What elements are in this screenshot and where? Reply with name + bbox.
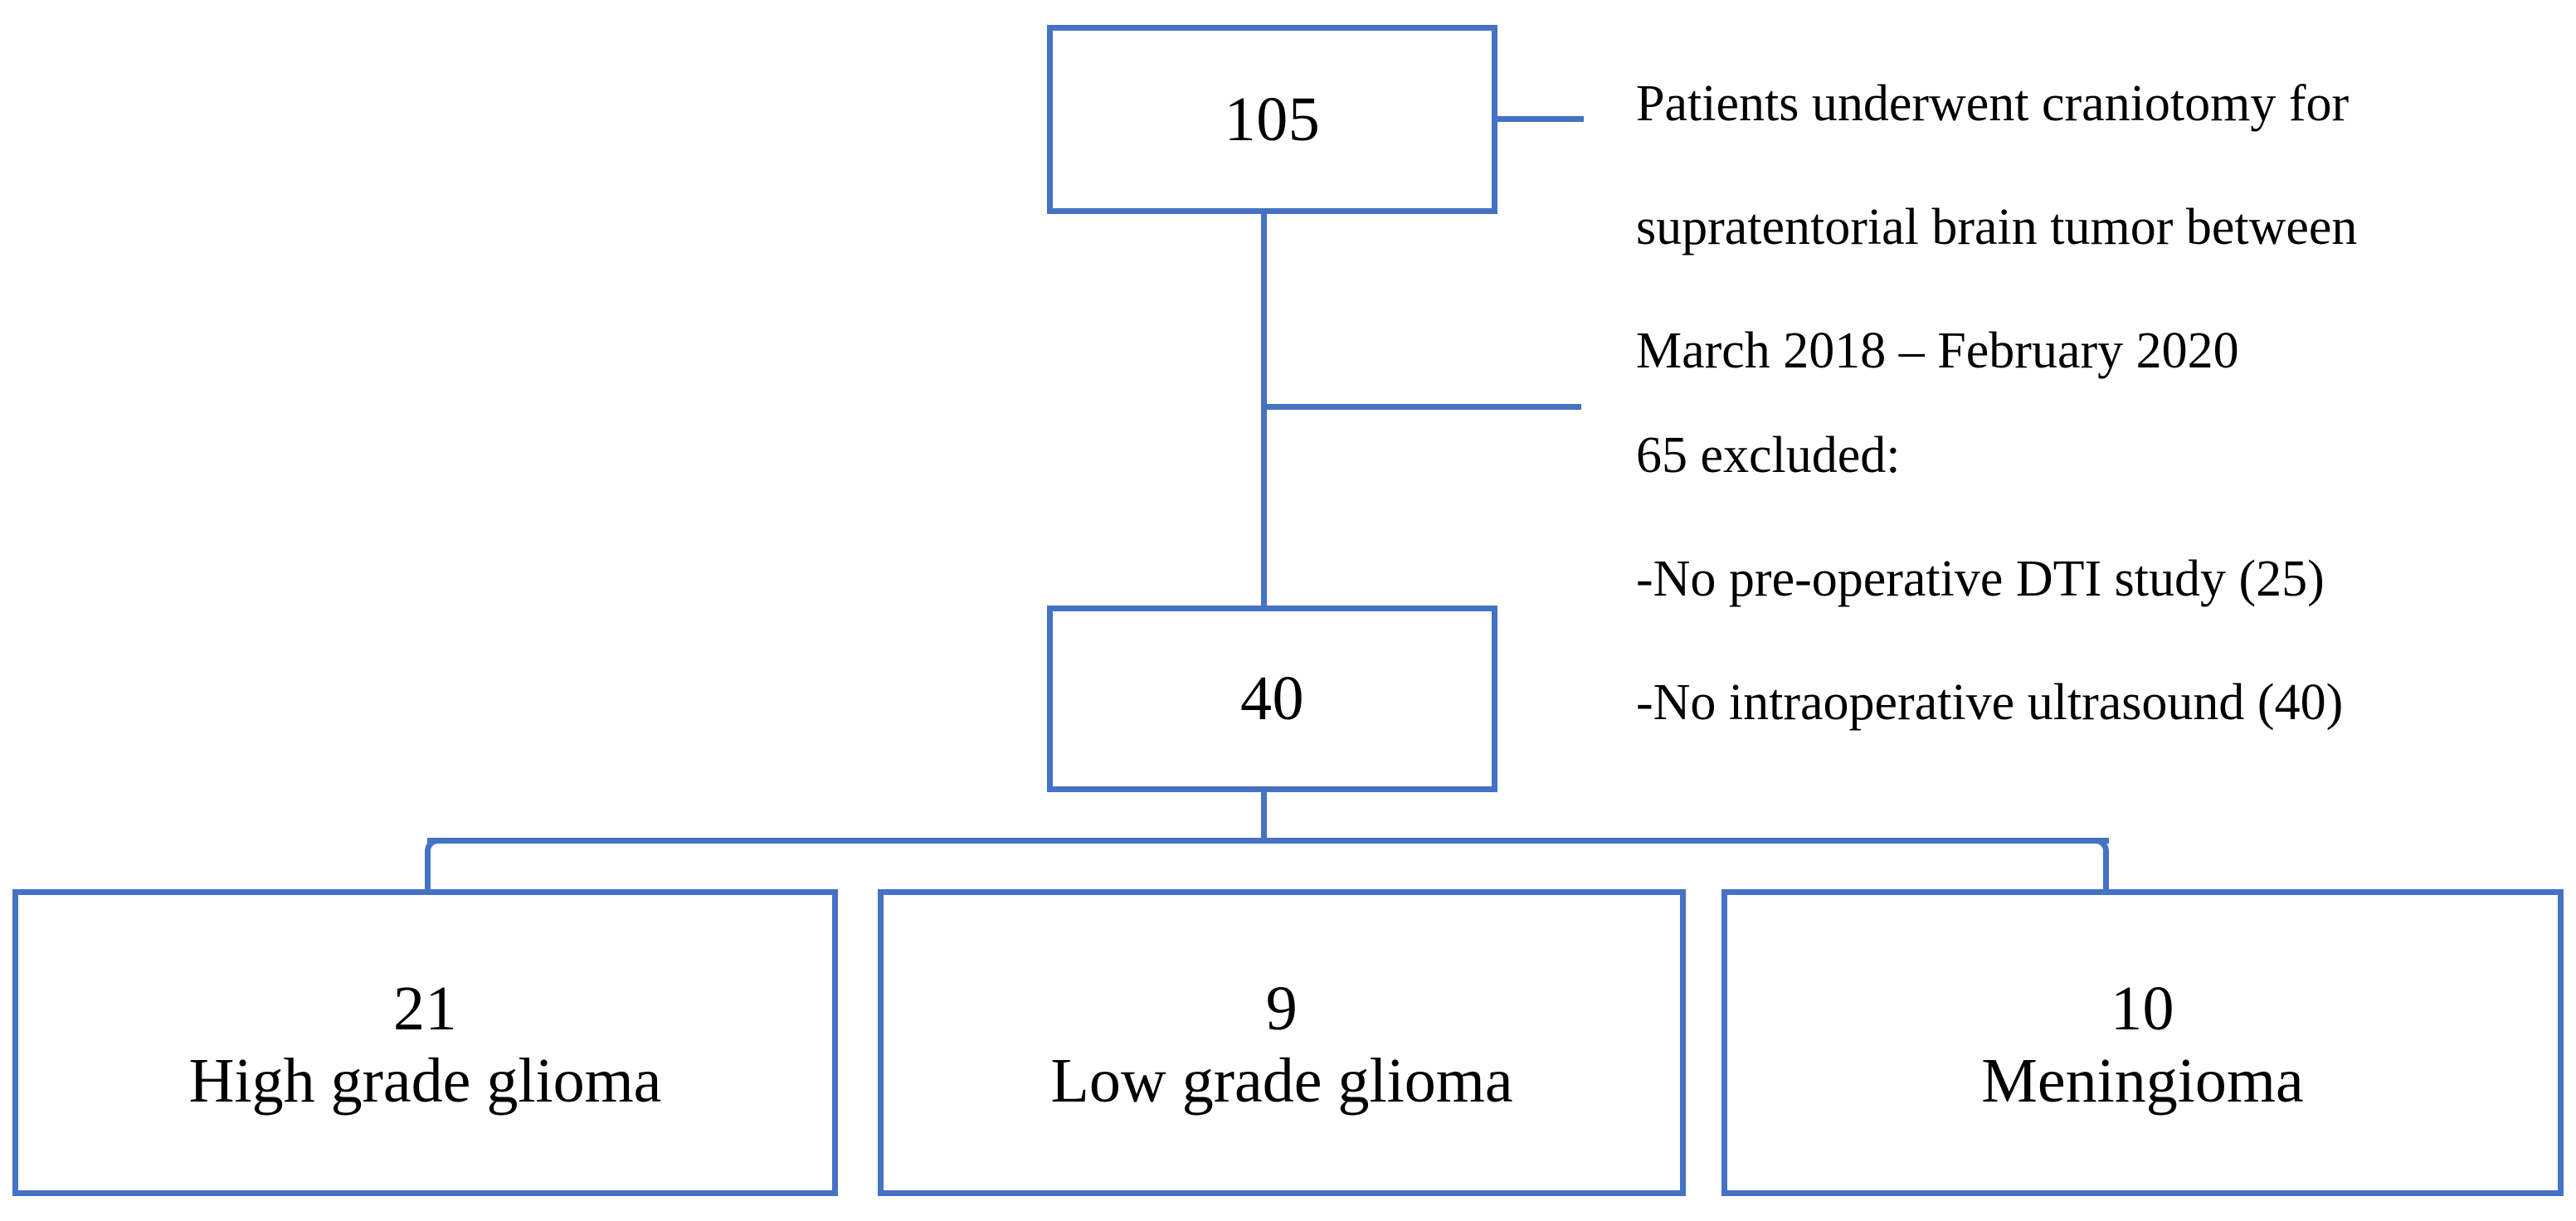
- annotation-enrolment-line-2: supratentorial brain tumor between: [1636, 199, 2358, 256]
- high-grade-glioma-label: High grade glioma: [188, 1046, 662, 1116]
- connector-elbow-right: [2076, 838, 2109, 893]
- node-low-grade-glioma[interactable]: 9 Low grade glioma: [878, 889, 1686, 1196]
- annotation-enrolment: Patients underwent craniotomy for suprat…: [1636, 12, 2574, 444]
- meningioma-label: Meningioma: [1981, 1046, 2304, 1116]
- connector-elbow-left: [425, 838, 458, 893]
- annotation-enrolment-line-3: March 2018 – February 2020: [1636, 322, 2239, 379]
- connector-exclusion-branch: [1261, 404, 1581, 410]
- node-included-patients[interactable]: 40: [1047, 606, 1497, 792]
- annotation-exclusions-line-2: -No pre-operative DTI study (25): [1636, 551, 2325, 608]
- annotation-exclusions: 65 excluded: -No pre-operative DTI study…: [1636, 363, 2574, 795]
- node-high-grade-glioma[interactable]: 21 High grade glioma: [12, 889, 838, 1196]
- annotation-enrolment-line-1: Patients underwent craniotomy for: [1636, 75, 2350, 133]
- annotation-exclusions-line-3: -No intraoperative ultrasound (40): [1636, 674, 2344, 731]
- connector-included-stem: [1261, 788, 1267, 843]
- enrolled-count: 105: [1224, 84, 1321, 154]
- high-grade-glioma-count: 21: [393, 974, 457, 1044]
- node-meningioma[interactable]: 10 Meningioma: [1721, 889, 2564, 1196]
- connector-distribution-bar: [427, 838, 2109, 844]
- low-grade-glioma-count: 9: [1265, 974, 1298, 1044]
- connector-enrolled-to-included: [1261, 212, 1267, 608]
- connector-enrolled-to-annotation: [1497, 116, 1584, 122]
- node-enrolled-patients[interactable]: 105: [1047, 25, 1497, 214]
- low-grade-glioma-label: Low grade glioma: [1050, 1046, 1513, 1116]
- meningioma-count: 10: [2111, 974, 2174, 1044]
- annotation-exclusions-line-1: 65 excluded:: [1636, 427, 1901, 484]
- included-count: 40: [1240, 664, 1304, 734]
